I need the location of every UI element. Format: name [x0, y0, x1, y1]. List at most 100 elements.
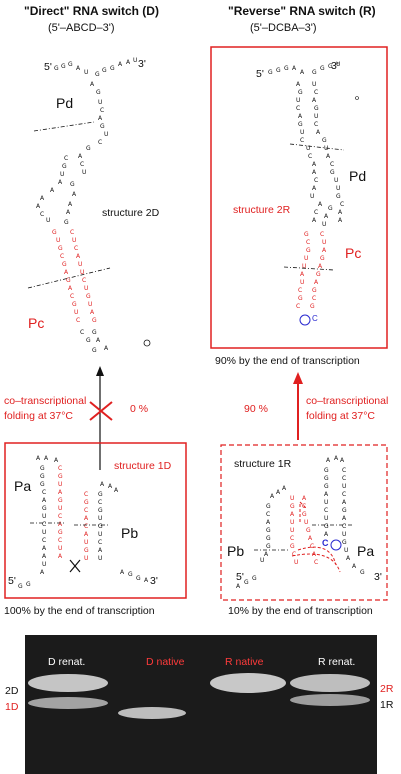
svg-text:U: U	[98, 99, 102, 106]
svg-text:A: A	[316, 129, 321, 136]
left-bottom-caption: 100% by the end of transcription	[4, 605, 155, 617]
left-arrow-percent: 0 %	[130, 403, 149, 415]
svg-text:A: A	[326, 153, 331, 160]
svg-text:U: U	[58, 505, 62, 512]
svg-text:A: A	[318, 263, 323, 270]
svg-text:G: G	[26, 581, 31, 588]
svg-text:C: C	[42, 489, 46, 496]
svg-text:U: U	[304, 255, 308, 262]
right-1r-pointer	[299, 500, 307, 522]
svg-text:C: C	[300, 137, 304, 144]
svg-text:A: A	[266, 519, 271, 526]
svg-text:G: G	[324, 483, 329, 490]
svg-text:U: U	[56, 237, 60, 244]
svg-text:A: A	[312, 169, 317, 176]
right-title: "Reverse" RNA switch (R)	[228, 4, 376, 18]
svg-text:C: C	[296, 105, 300, 112]
svg-text:C: C	[266, 511, 270, 518]
svg-text:A: A	[318, 201, 323, 208]
svg-text:G: G	[324, 523, 329, 530]
svg-text:G: G	[72, 301, 77, 308]
right-bottom-box	[220, 444, 388, 601]
svg-text:G: G	[92, 317, 97, 324]
left-arrow-head	[96, 366, 104, 376]
svg-text:U: U	[290, 527, 294, 534]
svg-text:A: A	[298, 113, 303, 120]
right-c-marker: C	[312, 314, 318, 323]
svg-text:A: A	[300, 69, 305, 76]
svg-text:C: C	[324, 507, 328, 514]
svg-text:A: A	[312, 185, 317, 192]
right-2r-three-prime: 3'	[331, 60, 339, 72]
svg-text:U: U	[104, 131, 108, 138]
svg-text:G: G	[328, 63, 333, 70]
svg-text:C: C	[42, 537, 46, 544]
svg-text:A: A	[144, 577, 149, 584]
svg-text:G: G	[58, 245, 63, 252]
right-1r-c-marker: C	[322, 538, 329, 548]
svg-text:C: C	[310, 543, 314, 550]
svg-text:G: G	[322, 137, 327, 144]
svg-text:C: C	[64, 155, 68, 162]
svg-text:C: C	[74, 245, 78, 252]
svg-text:A: A	[104, 345, 109, 352]
svg-text:C: C	[58, 465, 62, 472]
svg-text:G: G	[86, 293, 91, 300]
svg-text:G: G	[244, 579, 249, 586]
svg-text:A: A	[324, 531, 329, 538]
right-2r-divider-2	[289, 143, 345, 151]
svg-text:A: A	[314, 279, 319, 286]
svg-text:A: A	[90, 81, 95, 88]
svg-text:G: G	[40, 465, 45, 472]
svg-text:A: A	[340, 457, 345, 464]
gel-label-2r: 2R	[380, 683, 394, 695]
svg-text:C: C	[340, 201, 344, 208]
svg-text:A: A	[338, 209, 343, 216]
svg-text:A: A	[44, 455, 49, 462]
svg-text:C: C	[80, 161, 84, 168]
svg-text:C: C	[98, 139, 102, 146]
left-1d-red-strands: CGU AGU CAG CUA CGC ACA UGU	[58, 465, 89, 562]
svg-text:G: G	[92, 329, 97, 336]
svg-text:U: U	[342, 531, 346, 538]
svg-text:G: G	[290, 503, 295, 510]
left-2d-five-prime: 5'	[44, 61, 52, 73]
svg-text:A: A	[64, 269, 69, 276]
left-fold-text-1: co–transcriptional	[4, 395, 87, 407]
svg-text:C: C	[330, 161, 334, 168]
gel-band-d-native	[118, 707, 186, 719]
svg-text:U: U	[312, 81, 316, 88]
right-bottom-caption: 10% by the end of transcription	[228, 605, 373, 617]
svg-text:A: A	[108, 483, 113, 490]
svg-text:A: A	[300, 271, 305, 278]
svg-text:A: A	[290, 511, 295, 518]
svg-text:C: C	[84, 491, 88, 498]
right-top-box	[210, 46, 388, 349]
right-pd-label: Pd	[349, 168, 367, 184]
gel-label-1d: 1D	[5, 701, 19, 713]
right-1r-arc-2	[291, 553, 341, 573]
svg-text:A: A	[324, 491, 329, 498]
svg-text:A: A	[270, 493, 275, 500]
right-arrow-head	[293, 372, 303, 384]
svg-text:G: G	[64, 219, 69, 226]
svg-text:U: U	[290, 519, 294, 526]
svg-text:A: A	[40, 569, 45, 576]
svg-text:A: A	[68, 285, 73, 292]
svg-text:U: U	[322, 239, 326, 246]
svg-text:U: U	[324, 515, 328, 522]
svg-text:U: U	[58, 545, 62, 552]
svg-text:C: C	[98, 539, 102, 546]
svg-text:G: G	[290, 543, 295, 550]
left-subtitle: (5'–ABCD–3')	[48, 22, 115, 34]
svg-text:U: U	[74, 309, 78, 316]
svg-text:G: G	[62, 261, 67, 268]
svg-text:G: G	[92, 347, 97, 354]
svg-text:G: G	[86, 337, 91, 344]
svg-text:A: A	[100, 481, 105, 488]
svg-text:U: U	[302, 263, 306, 270]
svg-text:A: A	[58, 489, 63, 496]
gel-band-r-renat-top	[290, 674, 370, 692]
svg-text:A: A	[66, 209, 71, 216]
